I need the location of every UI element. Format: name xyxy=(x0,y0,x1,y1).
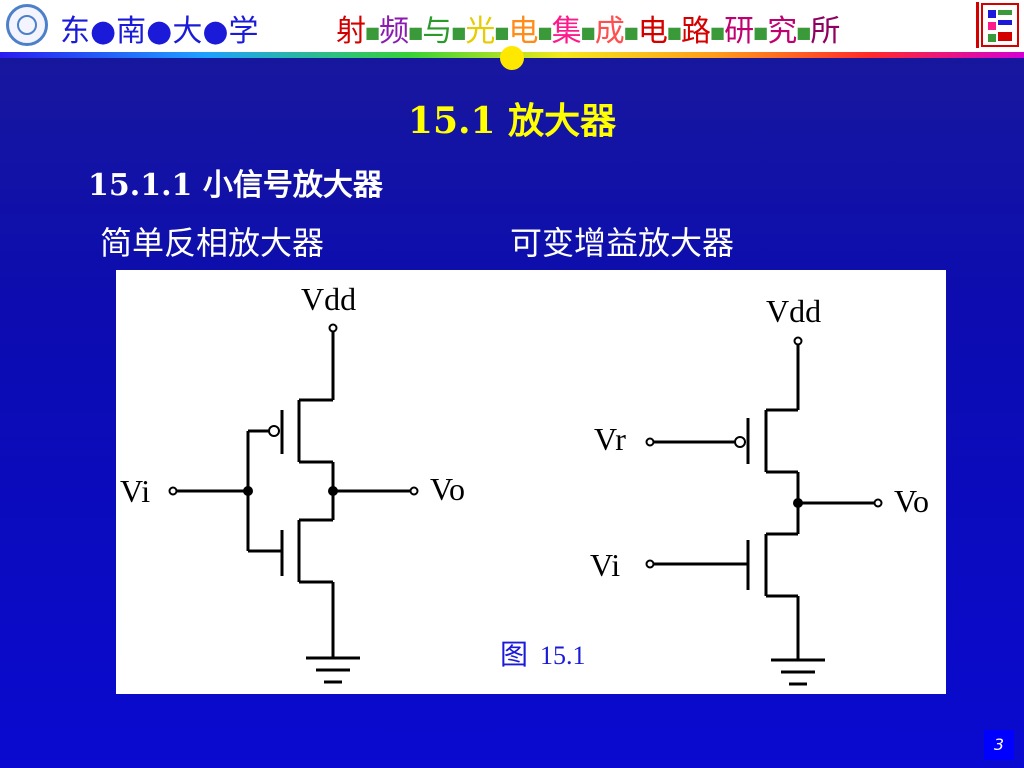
label-variable-gain-amplifier: 可变增益放大器 xyxy=(510,224,735,262)
institute-name-part: ■ xyxy=(796,23,811,42)
institute-name-part: 研 xyxy=(724,14,754,49)
institute-name-part: ■ xyxy=(710,23,725,42)
institute-name-part: ■ xyxy=(580,23,596,42)
institute-name-part: 路 xyxy=(681,14,711,49)
institute-name-part: 频 xyxy=(379,14,409,49)
institute-name-part: ■ xyxy=(537,23,553,42)
institute-name-part: ■ xyxy=(753,23,768,42)
institute-name-part: 射 xyxy=(336,14,366,49)
vg-output-junction-dot xyxy=(793,498,803,508)
institute-name-part: ■ xyxy=(365,23,380,42)
institute-name-part: ■ xyxy=(623,23,639,42)
institute-name-part: 成 xyxy=(594,14,625,49)
institute-name-part: 电 xyxy=(508,14,539,49)
institute-name-part: ■ xyxy=(451,23,466,42)
figure-caption-number: 15.1 xyxy=(540,641,586,670)
institute-name-part: ■ xyxy=(666,23,682,42)
header-bar: 东●南●大●学 射■频■与■光■电■集■成■电■路■研■究■所 xyxy=(0,0,1024,52)
circuit-panel: Vdd Vi Vo Vdd Vr Vi Vo 图 15.1 xyxy=(116,270,946,694)
slide-subtitle: 15.1.1 小信号放大器 xyxy=(88,168,383,203)
institute-name-part: 光 xyxy=(465,14,495,49)
institute-name-part: ■ xyxy=(408,23,423,42)
rfic-logo-icon xyxy=(976,2,1019,48)
institute-name-part: 电 xyxy=(637,14,668,49)
input-junction-dot xyxy=(243,486,253,496)
left-vo-label: Vo xyxy=(430,471,465,507)
inverter-circuit xyxy=(168,323,419,684)
institute-name-part: ■ xyxy=(494,23,509,42)
right-vdd-label: Vdd xyxy=(766,293,821,329)
output-junction-dot xyxy=(328,486,338,496)
institute-name-part: 究 xyxy=(767,14,797,49)
label-simple-inverting-amplifier: 简单反相放大器 xyxy=(100,224,325,262)
page-number: 3 xyxy=(984,730,1014,760)
left-vdd-label: Vdd xyxy=(301,281,356,317)
right-vr-label: Vr xyxy=(594,421,626,457)
university-seal-icon xyxy=(6,4,48,46)
circuit-diagram: Vdd Vi Vo Vdd Vr Vi Vo 图 15.1 xyxy=(120,281,929,686)
institute-name-part: 所 xyxy=(810,14,840,49)
sun-dot-icon xyxy=(500,46,524,70)
university-name: 东●南●大●学 xyxy=(60,14,259,49)
institute-name-part: 与 xyxy=(422,14,452,49)
right-vo-label: Vo xyxy=(894,483,929,519)
left-vi-label: Vi xyxy=(120,473,150,509)
figure-caption-prefix: 图 xyxy=(500,640,528,671)
institute-name-part: 集 xyxy=(551,14,582,49)
institute-name: 射■频■与■光■电■集■成■电■路■研■究■所 xyxy=(336,6,840,50)
right-vi-label: Vi xyxy=(590,547,620,583)
slide-title: 15.1 放大器 xyxy=(407,100,617,142)
variable-gain-circuit xyxy=(645,336,883,686)
